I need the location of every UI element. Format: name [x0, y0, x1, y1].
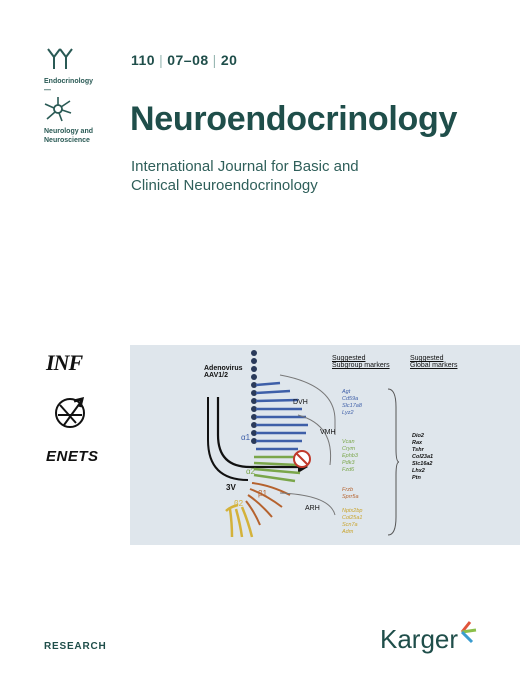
marker-item: Slc16a2: [412, 461, 433, 467]
volume-number: 110: [131, 52, 156, 68]
marker-item: Frzb: [342, 487, 353, 493]
journal-subtitle: International Journal for Basic and Clin…: [131, 157, 431, 195]
inf-logo: INF: [46, 350, 96, 380]
markers-global: Dio2 Rax Tshr Col23a1 Slc16a2 Lhx2 Ptn: [412, 433, 433, 482]
issue-info: 110|07–08|20: [131, 52, 238, 68]
marker-item: Fzd6: [342, 467, 355, 473]
marker-item: Sprr5a: [342, 494, 359, 500]
tanycyte-alpha2: α2: [246, 467, 256, 476]
marker-item: Dio2: [412, 433, 424, 439]
marker-item: Scn7a: [342, 522, 358, 528]
enets-logo: ENETS: [46, 448, 99, 465]
third-ventricle-label: 3V: [226, 483, 236, 492]
marker-item: Rax: [412, 440, 423, 446]
tanycyte-beta2: β2: [234, 499, 244, 508]
endocrinology-label: Endocrinology: [44, 78, 93, 85]
issue-number: 07–08: [167, 52, 209, 68]
subgroup-header-2: Subgroup markers: [332, 362, 390, 369]
marker-item: Crym: [342, 446, 356, 452]
publisher-name: Karger: [380, 624, 459, 654]
marker-item: Lyz2: [342, 410, 354, 416]
subtitle-line-1: International Journal for Basic and: [131, 158, 359, 175]
marker-item: Col23a1: [412, 454, 434, 460]
marker-item: Col25a1: [342, 515, 363, 521]
journal-title: Neuroendocrinology: [130, 100, 458, 138]
marker-item: Pdk3: [342, 460, 355, 466]
neuron-icon: [44, 97, 72, 122]
global-header: Suggested Global markers: [410, 355, 457, 369]
society-seal-logo: [52, 393, 88, 438]
subtitle-line-2: Clinical Neuroendocrinology: [131, 177, 318, 194]
region-dvh: DVH: [293, 399, 308, 406]
marker-item: Agt: [342, 389, 351, 395]
cover-figure: Adenovirus AAV1/2 3V DVH VMH ARH α1 α2 β…: [130, 345, 520, 545]
tanycyte-beta1: β1: [258, 489, 268, 498]
inf-logo-text: INF: [46, 350, 83, 375]
brace-icon: [387, 388, 400, 536]
marker-item: Ephb3: [342, 453, 358, 459]
neurology-label-1: Neurology and: [44, 128, 94, 135]
article-type-label: RESEARCH: [44, 641, 107, 652]
marker-item: Cd59a: [342, 396, 359, 402]
tanycyte-diagram: [207, 350, 336, 538]
region-vmh: VMH: [320, 429, 336, 436]
marker-item: Nptx2bp: [342, 508, 363, 514]
marker-item: Adm: [342, 529, 354, 535]
subgroup-header: Suggested Subgroup markers: [332, 355, 390, 369]
marker-item: Tshr: [412, 447, 424, 453]
marker-item: Slc17a8: [342, 403, 362, 409]
receptor-icon: [47, 48, 73, 69]
virus-label-1: Adenovirus: [204, 365, 243, 372]
karger-mark-icon: [458, 620, 480, 649]
neurology-label-2: Neuroscience: [44, 137, 90, 144]
markers-alpha2: Vcan Crym Ephb3 Pdk3 Fzd6: [342, 439, 358, 474]
issue-year: 20: [220, 52, 238, 68]
markers-beta2: Nptx2bp Col25a1 Scn7a Adm: [342, 508, 363, 536]
marker-item: Ptn: [412, 475, 421, 481]
markers-beta1: Frzb Sprr5a: [342, 487, 359, 501]
region-arh: ARH: [305, 505, 320, 512]
global-header-1: Suggested: [410, 355, 444, 362]
logo-divider: —: [44, 87, 51, 94]
publisher-logo: Karger: [380, 624, 458, 655]
neuron-logo: [44, 96, 72, 127]
subgroup-header-1: Suggested: [332, 355, 366, 362]
endocrinology-logo: [44, 47, 84, 71]
marker-item: Vcan: [342, 439, 355, 445]
virus-label-2: AAV1/2: [204, 372, 228, 379]
marker-item: Lhx2: [412, 468, 425, 474]
tanycyte-alpha1: α1: [241, 433, 251, 442]
global-header-2: Global markers: [410, 362, 458, 369]
seal-icon: [55, 396, 85, 428]
markers-alpha1: Agt Cd59a Slc17a8 Lyz2: [342, 389, 362, 417]
